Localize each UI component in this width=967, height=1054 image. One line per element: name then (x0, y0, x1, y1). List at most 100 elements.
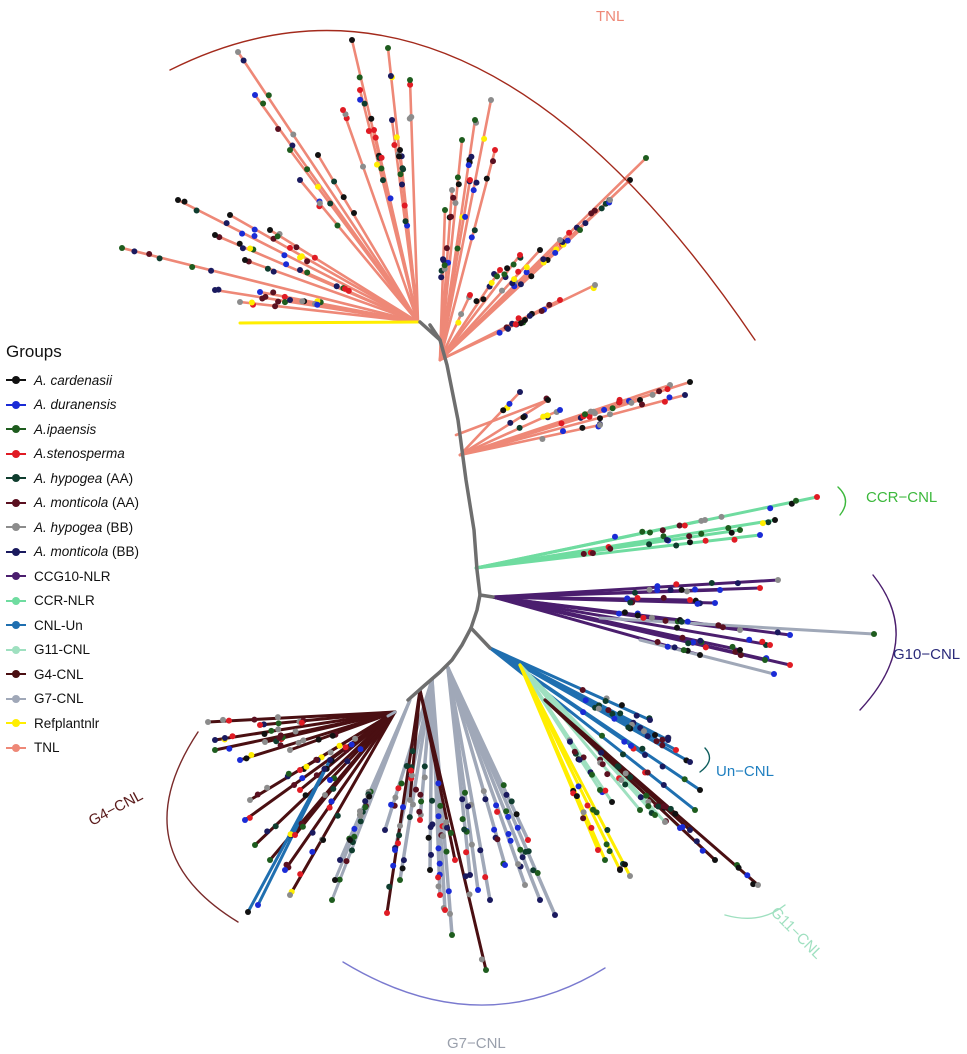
tip-dot (343, 858, 350, 865)
tip-dot (257, 722, 263, 728)
tip-dot (274, 714, 281, 721)
tip-dot (787, 662, 793, 668)
tip-dot (687, 759, 693, 765)
tip-dot (400, 804, 406, 811)
tip-dot (352, 735, 359, 742)
tip-dot (501, 271, 508, 278)
tip-dot (674, 624, 680, 631)
tip-dot (698, 530, 705, 537)
tip-dot (731, 536, 738, 543)
tip-dot (505, 831, 512, 837)
legend-swatch (6, 498, 26, 508)
tip-dot (285, 770, 292, 777)
tip-dot (497, 267, 503, 273)
legend-swatch (6, 522, 26, 532)
tip-dot (494, 836, 501, 843)
tip-dot (299, 823, 306, 830)
legend-label: G4-CNL (34, 666, 84, 682)
tip-dot (702, 517, 708, 523)
tip-dot (528, 273, 535, 280)
tip-dot (793, 497, 799, 504)
tip-dot (272, 303, 279, 310)
tip-dot (652, 732, 658, 738)
tip-dot (290, 131, 297, 138)
tip-dot (327, 749, 334, 756)
backbone-g10-stem (478, 593, 495, 599)
tip-dot (407, 81, 414, 88)
tip-dot (717, 587, 723, 593)
tip-dot (734, 580, 741, 587)
tip-dot (304, 269, 311, 276)
legend-label: CCR-NLR (34, 593, 95, 609)
tip-dot (388, 801, 395, 808)
tip-dot (517, 846, 524, 853)
tip-dot (575, 783, 582, 790)
tip-dot (676, 522, 683, 529)
tip-dot (505, 813, 512, 820)
tip-dot (679, 634, 686, 641)
tip-dot (759, 638, 766, 645)
tip-dot (580, 550, 587, 557)
tip-dot (660, 594, 667, 601)
branch (288, 710, 397, 897)
legend-item: G4-CNL (6, 662, 139, 687)
tip-dot (771, 671, 777, 677)
tip-dot (589, 550, 596, 557)
tip-dot (421, 763, 428, 770)
tip-dot (467, 177, 473, 183)
tip-dot (567, 738, 573, 745)
tip-dot (708, 580, 715, 586)
tip-dot (609, 799, 615, 805)
tip-dot (260, 100, 267, 107)
tip-dot (627, 774, 634, 781)
tip-dot (392, 847, 398, 853)
tip-dot (454, 245, 461, 252)
tip-dot (499, 287, 505, 294)
tip-dot (732, 648, 739, 655)
branch (283, 710, 397, 872)
tip-dot (407, 77, 413, 83)
tip-dot (374, 161, 380, 168)
tip-dot (598, 205, 605, 212)
tip-dot (297, 787, 303, 793)
tip-dot (637, 794, 644, 801)
tip-dot (329, 897, 335, 903)
tip-dot (735, 864, 742, 871)
tip-dot (282, 867, 288, 873)
tip-dot (664, 537, 670, 543)
branch (120, 246, 420, 324)
legend-swatch (6, 596, 26, 606)
tip-dot (281, 293, 288, 300)
legend-swatch (6, 473, 26, 483)
tip-dot (320, 837, 327, 843)
tip-dot (597, 422, 603, 428)
tip-dot (252, 842, 258, 848)
tip-dot (413, 786, 419, 793)
tip-dot (262, 739, 268, 745)
tip-dot (504, 265, 511, 272)
tip-dot (494, 273, 500, 280)
tip-dot (399, 865, 406, 872)
branch (458, 398, 550, 457)
tip-dot (255, 902, 261, 908)
legend-item: TNL (6, 736, 139, 761)
branch (176, 198, 420, 324)
tip-dot (503, 791, 510, 798)
tip-dot (500, 407, 507, 414)
branch (446, 666, 472, 877)
clade-arcs (166, 29, 897, 1006)
tip-dot (349, 847, 355, 854)
tip-dot (592, 282, 598, 288)
tip-dot (390, 862, 397, 869)
legend-label: G7-CNL (34, 691, 84, 707)
tip-dot (678, 618, 685, 625)
arc-tnl (169, 29, 756, 341)
arc-g7-cnl (342, 961, 606, 1006)
tip-dot (787, 632, 793, 638)
branch (408, 688, 422, 802)
tip-dot (247, 245, 254, 252)
tip-dot (480, 788, 487, 795)
tip-dot (712, 857, 718, 863)
tip-dot (322, 792, 328, 798)
branch (518, 663, 622, 872)
